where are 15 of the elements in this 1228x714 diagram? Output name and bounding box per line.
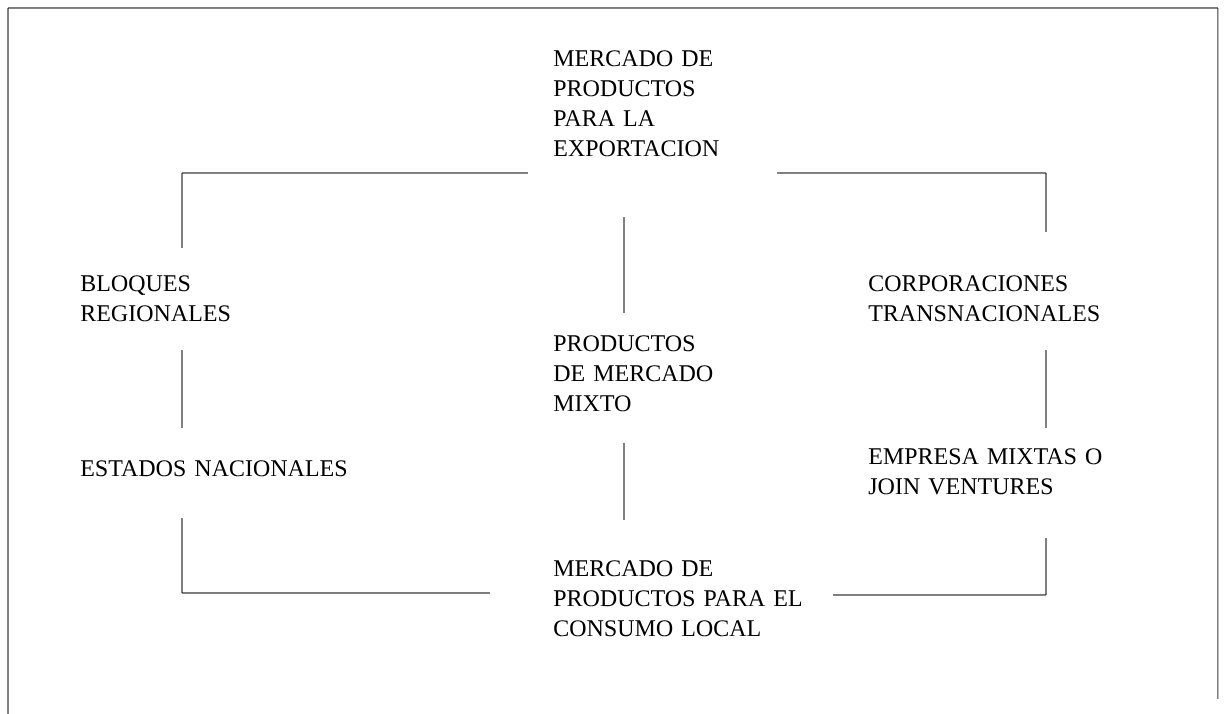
connector-line (1045, 349, 1047, 429)
node-label: EMPRESA MIXTAS O JOIN VENTURES (868, 448, 1102, 495)
node-label: MERCADO DE PRODUCTOS PARA LA EXPORTACION (553, 50, 719, 157)
node-label: CORPORACIONES TRANSNACIONALES (868, 275, 1099, 322)
connector-line (776, 172, 1047, 233)
node-label: PRODUCTOS DE MERCADO MIXTO (553, 335, 713, 412)
connector-line (832, 537, 1047, 596)
connector-line (181, 517, 491, 594)
connector-line (181, 349, 183, 429)
connector-line (181, 172, 529, 249)
node-label: BLOQUES REGIONALES (80, 275, 230, 322)
node-label: ESTADOS NACIONALES (80, 460, 347, 477)
connector-line (623, 216, 625, 314)
connector-line (623, 442, 625, 521)
node-label: MERCADO DE PRODUCTOS PARA EL CONSUMO LOCAL (553, 560, 802, 637)
